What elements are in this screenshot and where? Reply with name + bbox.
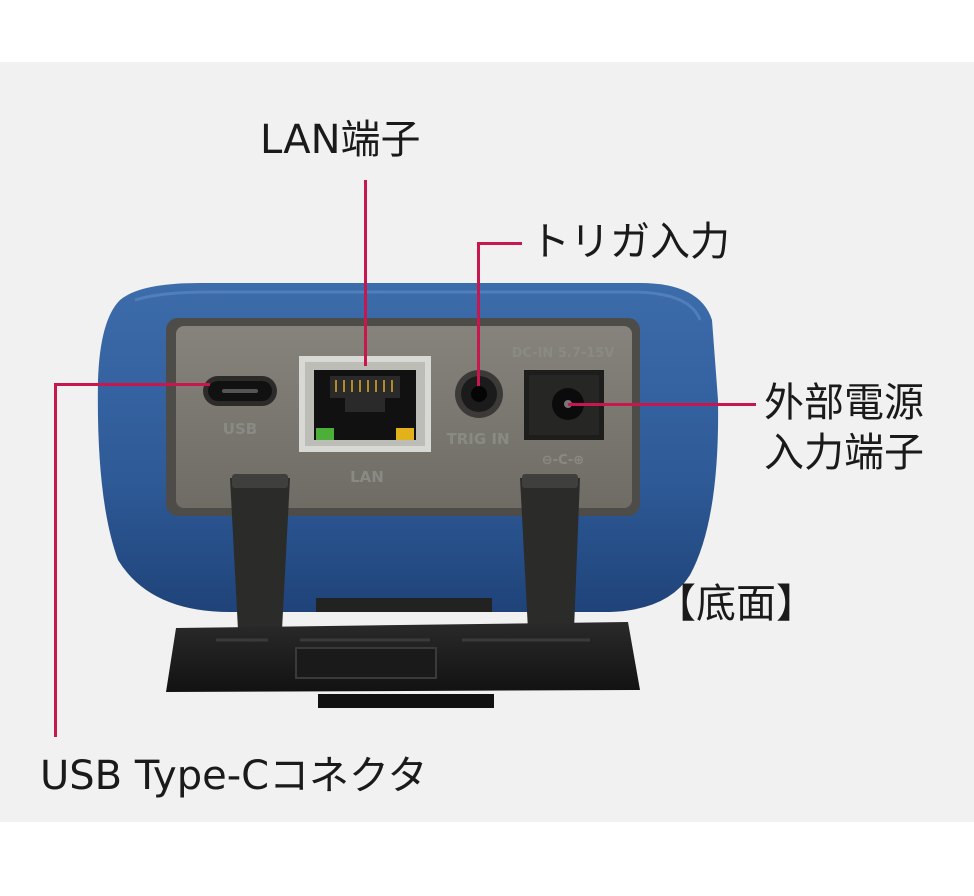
usb-leader-line-vertical (54, 383, 57, 737)
polarity-label: ⊖-C-⊕ (542, 453, 584, 468)
power-leader-line (568, 403, 756, 406)
trigger-jack (455, 370, 503, 418)
lan-port-callout: LAN端子 (260, 117, 421, 163)
dc-in-label: DC-IN 5.7-15V (512, 346, 615, 361)
lan-leader-line (364, 180, 367, 366)
trigger-leader-line-horizontal (477, 242, 522, 245)
usb-c-port (203, 376, 277, 406)
lan-led-amber (396, 428, 414, 440)
lan-port (299, 356, 431, 452)
lan-port-label: LAN (350, 468, 384, 486)
usb-c-connector-callout: USB Type-Cコネクタ (40, 753, 428, 799)
usb-leader-line-horizontal (54, 383, 210, 386)
power-input-callout: 外部電源 入力端子 (764, 378, 924, 478)
stand-straps (230, 478, 580, 630)
lan-led-green (316, 428, 334, 440)
trigger-leader-line-vertical (477, 242, 480, 386)
bottom-view-caption: 【底面】 (656, 581, 816, 627)
power-callout-line1: 外部電源 (764, 380, 924, 426)
usb-port-label: USB (223, 420, 257, 438)
power-callout-line2: 入力端子 (764, 430, 924, 476)
trigger-input-callout: トリガ入力 (530, 219, 730, 265)
trig-port-label: TRIG IN (446, 430, 509, 448)
